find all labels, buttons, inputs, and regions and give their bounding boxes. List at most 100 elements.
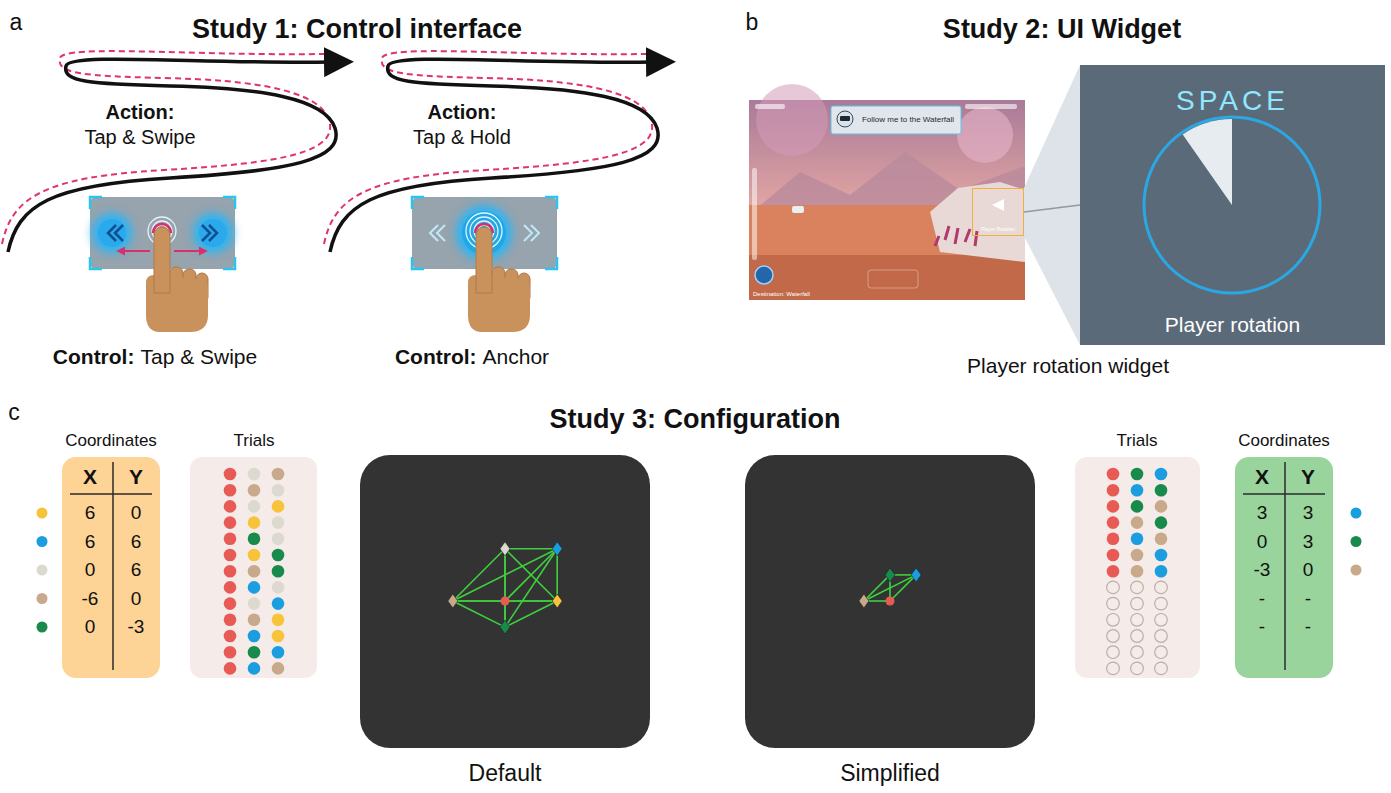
widget-title: SPACE [1080, 85, 1385, 117]
plot-panel [360, 455, 650, 748]
plot-caption: Simplified [745, 760, 1035, 786]
hand-symbol [146, 227, 208, 332]
color-dot [37, 593, 48, 604]
chevron-right [524, 225, 539, 241]
table-cell: -3 [128, 616, 145, 638]
trials-table [190, 457, 317, 678]
panel-title: Study 1: Control interface [192, 14, 522, 45]
trial-dot [224, 581, 237, 594]
hand-symbol [468, 227, 530, 332]
trial-dot [1107, 500, 1120, 513]
planet [756, 84, 828, 156]
anchor-control-widget [412, 197, 557, 332]
table-rule [1243, 462, 1325, 670]
trial-dot [248, 533, 261, 546]
panel-letter: c [8, 399, 20, 425]
rotation-dial [1144, 117, 1320, 293]
rotation-pointer [992, 199, 1004, 211]
color-dot [1351, 508, 1362, 519]
caption-row: Control:Anchor [395, 345, 549, 369]
quest-banner: Follow me to the Waterfall [831, 106, 961, 134]
trial-dot [1155, 484, 1168, 497]
trial-dot [1155, 549, 1168, 562]
trial-dot [1107, 468, 1120, 481]
trial-dot [1155, 646, 1168, 659]
target-marker [552, 594, 562, 608]
widget-glow [193, 213, 233, 253]
table-cell: - [1305, 616, 1311, 638]
table-cell: 6 [85, 531, 96, 553]
plot-link [505, 548, 557, 550]
trial-dot [248, 581, 261, 594]
trial-dot [1131, 500, 1144, 513]
table-title: Coordinates [65, 431, 157, 451]
zoom-panel [1080, 65, 1385, 345]
plot-panel: Simplified [745, 455, 1035, 748]
trial-dot [248, 565, 261, 578]
trial-dot [1107, 516, 1120, 529]
trial-dot [1107, 630, 1120, 643]
trial-dot [224, 484, 237, 497]
color-dot [37, 565, 48, 576]
trial-dot [1131, 597, 1144, 610]
hud-slider [752, 168, 757, 260]
coordinate-dots [37, 508, 48, 633]
trial-dot [248, 549, 261, 562]
swipe-arrow [174, 250, 206, 252]
coordinates-table [62, 457, 160, 678]
table-cell: 3 [1257, 502, 1268, 524]
trial-dot [1155, 662, 1168, 675]
highlight-box: Player Rotation [972, 188, 1024, 236]
trial-dot [1131, 516, 1144, 529]
trial-dot [272, 533, 285, 546]
action-name: Tap & Hold [413, 126, 511, 149]
swipe-control-widget [90, 197, 235, 332]
table-cell: 0 [1303, 559, 1314, 581]
control-name: Tap & Swipe [140, 345, 257, 369]
table-cell: - [1305, 588, 1311, 610]
column-header: X [83, 465, 97, 489]
trial-dot [1131, 549, 1144, 562]
trial-dot [248, 516, 261, 529]
panel-title: Study 2: UI Widget [943, 14, 1181, 45]
trial-dot [248, 468, 261, 481]
target-marker [500, 620, 510, 634]
configuration-plot [859, 568, 921, 608]
quest-banner-box [831, 106, 961, 134]
trial-dot [1131, 581, 1144, 594]
origin-marker [501, 597, 510, 606]
trials-table [1075, 457, 1200, 678]
widget-label: Player rotation [1080, 313, 1385, 337]
chevron-left [108, 225, 123, 241]
trial-dot [1131, 484, 1144, 497]
target-marker [448, 594, 458, 608]
trial-dot [1107, 662, 1120, 675]
configuration-plot [448, 542, 562, 634]
trial-dot [1155, 581, 1168, 594]
trial-dot [248, 484, 261, 497]
widget-label: Player Rotation [973, 227, 1023, 233]
trial-dot [1155, 597, 1168, 610]
target-marker [911, 568, 921, 582]
widget-glow [92, 213, 132, 253]
trial-dot [248, 614, 261, 627]
column-header: Y [1301, 465, 1315, 489]
trial-dot [248, 630, 261, 643]
table-cell: - [1259, 616, 1265, 638]
table-cell: 0 [1257, 531, 1268, 553]
widget-button [98, 219, 126, 247]
chevron-left [430, 225, 445, 241]
trial-dot [224, 516, 237, 529]
trial-dot [272, 662, 285, 675]
widget-zoom-panel: SPACE Player rotation [1080, 65, 1385, 345]
trial-grid [224, 468, 285, 675]
table-cell: 6 [131, 559, 142, 581]
trial-dot [272, 484, 285, 497]
trial-dot [1107, 597, 1120, 610]
trial-dot [272, 630, 285, 643]
table-title: Trials [1117, 431, 1158, 451]
plot-link [505, 600, 557, 602]
target-marker [552, 542, 562, 556]
